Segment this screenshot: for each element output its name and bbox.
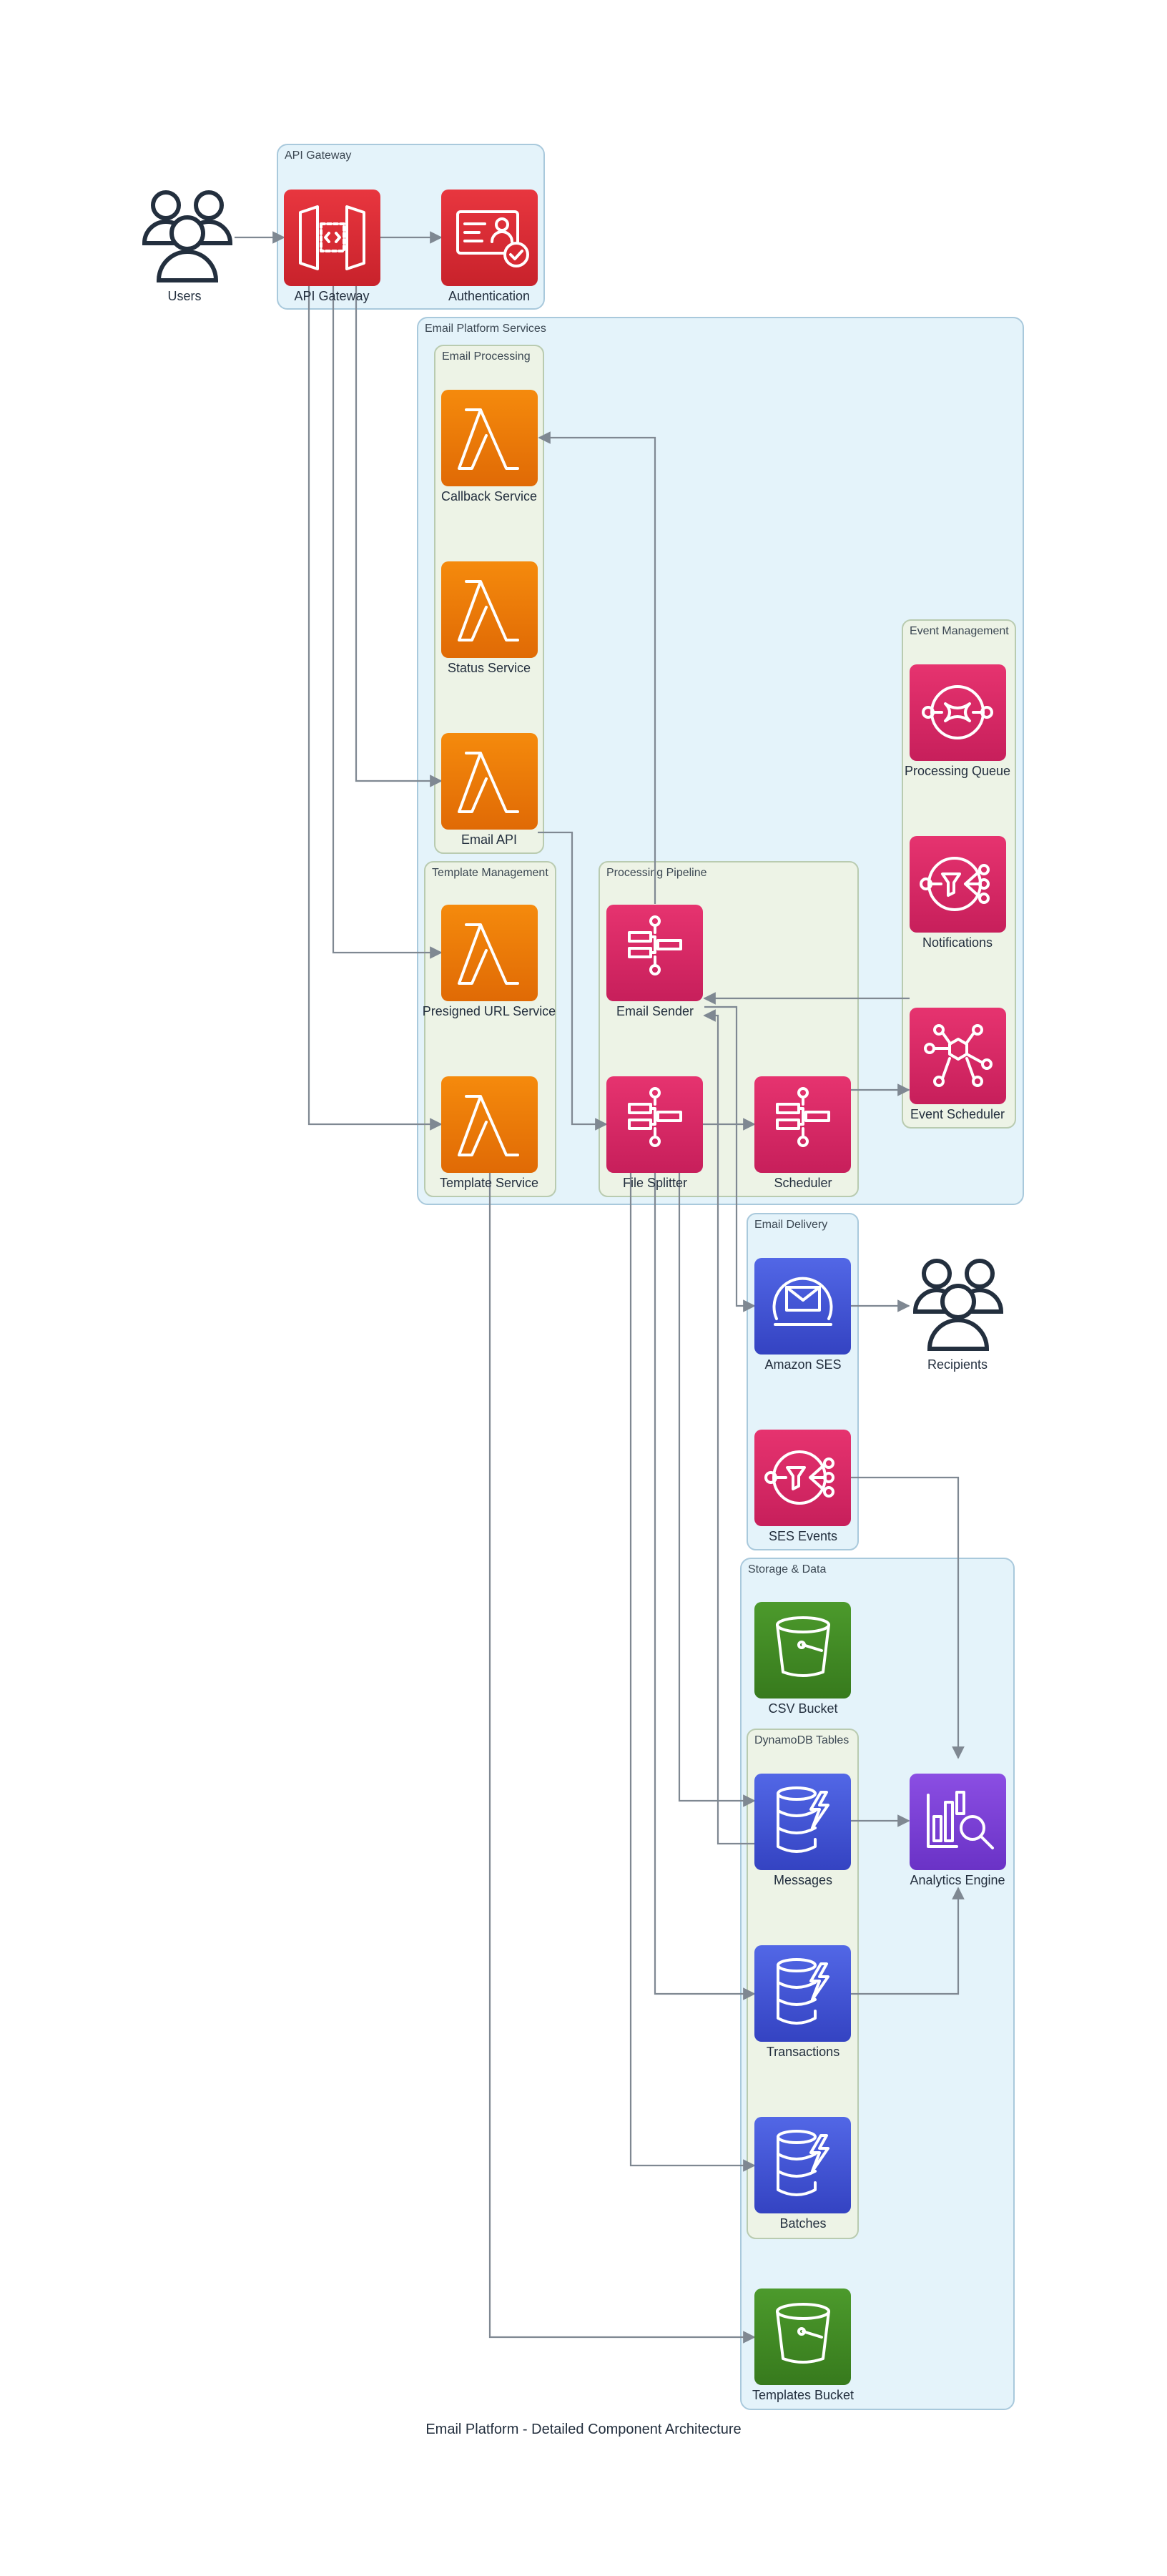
step-functions-icon bbox=[628, 1087, 682, 1147]
edge-file-splitter-to-batches bbox=[629, 1173, 756, 2172]
bucket-icon bbox=[776, 1616, 830, 1677]
edge-template-service-to-templates-bucket bbox=[488, 1173, 756, 2344]
node-label: Users bbox=[167, 289, 201, 303]
edge-file-splitter-to-messages bbox=[678, 1173, 756, 1807]
node-authentication[interactable]: Authentication bbox=[441, 190, 538, 303]
node-event-scheduler[interactable]: Event Scheduler bbox=[910, 1008, 1006, 1121]
node-label: Batches bbox=[779, 2216, 826, 2231]
authentication-icon bbox=[456, 210, 529, 267]
node-label: Status Service bbox=[448, 661, 531, 675]
dynamodb-icon bbox=[777, 1958, 829, 2025]
edge-messages-to-email-sender bbox=[703, 1009, 757, 1845]
edge-api-gateway-to-template-service bbox=[307, 286, 443, 1131]
node-analytics-engine[interactable]: Analytics Engine bbox=[910, 1774, 1006, 1887]
group-label: API Gateway bbox=[285, 149, 351, 162]
node-ses-events[interactable]: SES Events bbox=[754, 1430, 851, 1543]
edge-api-gateway-to-presigned-url bbox=[332, 286, 443, 959]
group-label: Email Delivery bbox=[754, 1219, 827, 1231]
edge-email-api-to-file-splitter bbox=[538, 831, 608, 1131]
node-label: Callback Service bbox=[441, 489, 537, 503]
event-scheduler-icon bbox=[924, 1024, 993, 1087]
dynamodb-icon bbox=[777, 2130, 829, 2196]
api-gateway-icon bbox=[299, 205, 365, 270]
node-label: File Splitter bbox=[623, 1176, 687, 1190]
node-amazon-ses[interactable]: Amazon SES bbox=[754, 1258, 851, 1372]
node-scheduler[interactable]: Scheduler bbox=[754, 1076, 851, 1190]
recipients-icon bbox=[912, 1259, 1004, 1351]
users-icon bbox=[142, 190, 233, 282]
node-api-gateway[interactable]: API Gateway bbox=[284, 190, 380, 303]
node-label: Recipients bbox=[927, 1357, 988, 1372]
node-label: Email API bbox=[461, 832, 517, 847]
node-email-api[interactable]: Email API bbox=[441, 733, 538, 847]
node-label: API Gateway bbox=[294, 289, 369, 303]
lambda-icon bbox=[458, 408, 519, 470]
notifications-icon bbox=[920, 857, 990, 911]
node-processing-queue[interactable]: Processing Queue bbox=[905, 664, 1010, 778]
node-templates-bucket[interactable]: Templates Bucket bbox=[752, 2289, 854, 2402]
lambda-icon bbox=[458, 752, 519, 813]
node-label: Analytics Engine bbox=[910, 1873, 1005, 1887]
group-label: DynamoDB Tables bbox=[754, 1734, 849, 1746]
bucket-icon bbox=[776, 2303, 830, 2364]
node-label: CSV Bucket bbox=[768, 1701, 837, 1716]
node-label: Event Scheduler bbox=[910, 1107, 1005, 1121]
node-messages[interactable]: Messages bbox=[754, 1774, 851, 1887]
group-label: Template Management bbox=[432, 867, 548, 879]
notifications-icon bbox=[764, 1450, 834, 1505]
edge-transactions-to-analytics bbox=[851, 1887, 965, 1995]
node-transactions[interactable]: Transactions bbox=[754, 1945, 851, 2059]
analytics-icon bbox=[927, 1791, 994, 1849]
step-functions-icon bbox=[776, 1087, 830, 1147]
node-label: Notifications bbox=[922, 935, 993, 950]
step-functions-icon bbox=[628, 915, 682, 975]
node-presigned-url-service[interactable]: Presigned URL Service bbox=[423, 905, 556, 1018]
node-label: Authentication bbox=[448, 289, 530, 303]
group-label: Email Platform Services bbox=[425, 323, 546, 335]
lambda-icon bbox=[458, 580, 519, 641]
node-label: Presigned URL Service bbox=[423, 1004, 556, 1018]
node-label: Processing Queue bbox=[905, 764, 1010, 778]
edge-email-sender-to-ses bbox=[704, 1006, 756, 1312]
edges bbox=[235, 231, 965, 2344]
node-label: Transactions bbox=[767, 2045, 839, 2059]
lambda-icon bbox=[458, 923, 519, 985]
group-label: Storage & Data bbox=[748, 1563, 827, 1575]
edge-api-gateway-to-email-api bbox=[355, 286, 443, 787]
diagram-caption: Email Platform - Detailed Component Arch… bbox=[425, 2422, 741, 2437]
node-notifications[interactable]: Notifications bbox=[910, 836, 1006, 950]
edge-file-splitter-to-transactions bbox=[654, 1173, 756, 2000]
node-label: Scheduler bbox=[774, 1176, 832, 1190]
group-label: Email Processing bbox=[442, 350, 531, 363]
node-file-splitter[interactable]: File Splitter bbox=[606, 1076, 703, 1190]
node-users[interactable]: Users bbox=[142, 190, 233, 303]
node-label: SES Events bbox=[769, 1529, 837, 1543]
node-label: Messages bbox=[774, 1873, 832, 1887]
node-label: Templates Bucket bbox=[752, 2388, 854, 2402]
node-label: Template Service bbox=[440, 1176, 538, 1190]
node-template-service[interactable]: Template Service bbox=[440, 1076, 538, 1190]
dynamodb-icon bbox=[777, 1786, 829, 1853]
edge-ses-events-to-analytics bbox=[851, 1476, 965, 1759]
lambda-icon bbox=[458, 1095, 519, 1156]
edge-email-sender-to-callback bbox=[538, 431, 656, 904]
node-email-sender[interactable]: Email Sender bbox=[606, 905, 703, 1018]
group-email-platform-services: Email Platform Services bbox=[417, 317, 1024, 1205]
group-label: Processing Pipeline bbox=[606, 867, 707, 879]
node-recipients[interactable]: Recipients bbox=[912, 1259, 1004, 1372]
node-status-service[interactable]: Status Service bbox=[441, 561, 538, 675]
node-csv-bucket[interactable]: CSV Bucket bbox=[754, 1602, 851, 1716]
node-label: Email Sender bbox=[616, 1004, 694, 1018]
node-callback-service[interactable]: Callback Service bbox=[441, 390, 538, 503]
queue-icon bbox=[922, 685, 993, 739]
node-batches[interactable]: Batches bbox=[754, 2117, 851, 2231]
node-label: Amazon SES bbox=[764, 1357, 841, 1372]
group-label: Event Management bbox=[910, 625, 1009, 637]
ses-icon bbox=[772, 1277, 833, 1326]
